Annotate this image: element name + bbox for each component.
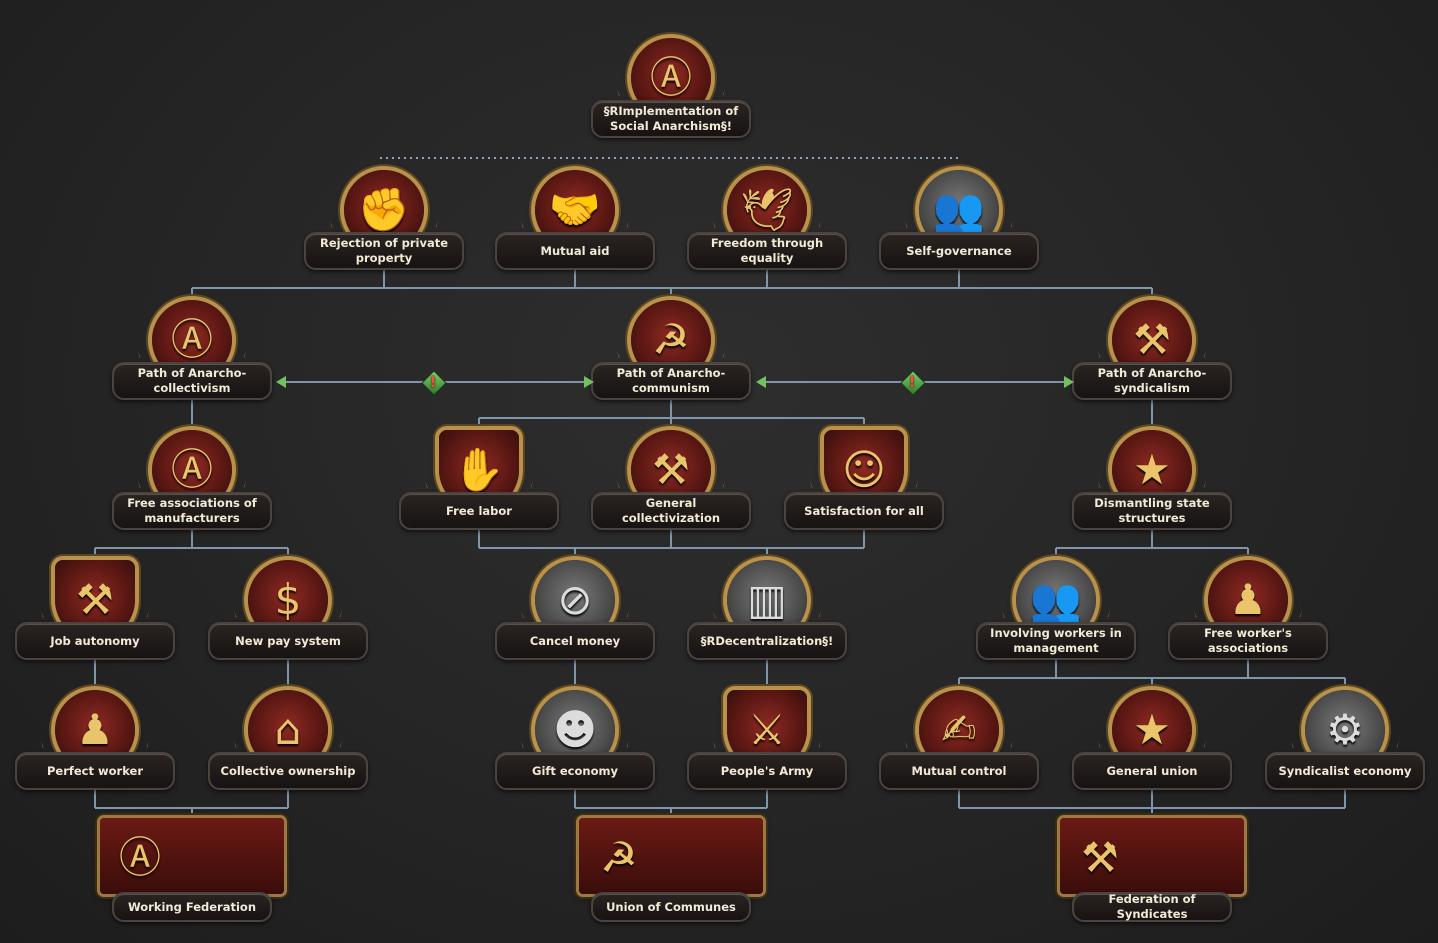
worker-handshake-icon-glyph: ✋ bbox=[452, 445, 506, 494]
workers-assembly-icon-glyph: 👥 bbox=[932, 185, 986, 234]
mutex-arrow-left-icon bbox=[756, 376, 766, 388]
focus-implementation-social-anarchism[interactable]: Ⓐ§RImplementation of Social Anarchism§! bbox=[591, 38, 751, 168]
focus-dismantling-state-structures[interactable]: ★Dismantling state structures bbox=[1072, 430, 1232, 560]
syndicates-banner-icon-glyph: ⚒ bbox=[1081, 833, 1119, 882]
doves-flying-icon-glyph: 🕊 bbox=[740, 185, 794, 234]
focus-self-governance-label: Self-governance bbox=[879, 232, 1039, 270]
focus-mutual-aid[interactable]: 🤝Mutual aid bbox=[495, 170, 655, 300]
no-money-icon-glyph: ⊘ bbox=[557, 575, 593, 624]
focus-working-federation[interactable]: Ⓐ Working Federation bbox=[97, 818, 287, 933]
mask-faces-icon-glyph: ☻ bbox=[553, 705, 597, 754]
focus-path-anarcho-communism-label: Path of Anarcho-communism bbox=[591, 362, 751, 400]
focus-mutual-control[interactable]: ✍Mutual control bbox=[879, 690, 1039, 820]
focus-cancel-money-label: Cancel money bbox=[495, 622, 655, 660]
mutex-arrow-left-icon bbox=[276, 376, 286, 388]
focus-dismantling-state-structures-label: Dismantling state structures bbox=[1072, 492, 1232, 530]
focus-union-of-communes-label: Union of Communes bbox=[591, 892, 751, 922]
workers-crowd-icon-glyph: ♟ bbox=[1229, 575, 1267, 624]
workers-meeting-icon-glyph: 👥 bbox=[1029, 575, 1083, 624]
focus-involving-workers-management[interactable]: 👥Involving workers in management bbox=[976, 560, 1136, 690]
focus-free-labor[interactable]: ✋Free labor bbox=[399, 430, 559, 560]
focus-free-labor-label: Free labor bbox=[399, 492, 559, 530]
mutex-exclamation: ! bbox=[908, 373, 916, 391]
anarchy-assembly-icon-glyph: Ⓐ bbox=[170, 445, 213, 494]
federation-banner-icon: Ⓐ bbox=[100, 818, 284, 894]
farm-buildings-icon-glyph: ⌂ bbox=[274, 705, 302, 754]
focus-rejection-private-property[interactable]: ✊Rejection of private property bbox=[304, 170, 464, 300]
focus-mutual-control-label: Mutual control bbox=[879, 752, 1039, 790]
communes-banner-icon: ☭ bbox=[579, 818, 763, 894]
focus-rejection-private-property-label: Rejection of private property bbox=[304, 232, 464, 270]
gear-factory-icon-glyph: ⚙ bbox=[1326, 705, 1364, 754]
mutex-exclamation: ! bbox=[429, 373, 437, 391]
city-factory-icon-glyph: ▥ bbox=[747, 575, 787, 624]
focus-perfect-worker[interactable]: ♟Perfect worker bbox=[15, 690, 175, 820]
worker-statue-icon-glyph: ♟ bbox=[76, 705, 114, 754]
focus-path-anarcho-collectivism-label: Path of Anarcho-collectivism bbox=[112, 362, 272, 400]
focus-general-collectivization[interactable]: ⚒General collectivization bbox=[591, 430, 751, 560]
focus-federation-of-syndicates[interactable]: ⚒ Federation of Syndicates bbox=[1057, 818, 1247, 933]
hands-papers-icon-glyph: ✍ bbox=[941, 705, 977, 754]
crowd-hammers-icon-glyph: ⚒ bbox=[652, 445, 690, 494]
focus-gift-economy-label: Gift economy bbox=[495, 752, 655, 790]
focus-job-autonomy[interactable]: ⚒Job autonomy bbox=[15, 560, 175, 690]
focus-collective-ownership[interactable]: ⌂Collective ownership bbox=[208, 690, 368, 820]
focus-new-pay-system-label: New pay system bbox=[208, 622, 368, 660]
focus-collective-ownership-label: Collective ownership bbox=[208, 752, 368, 790]
focus-syndicalist-economy[interactable]: ⚙Syndicalist economy bbox=[1265, 690, 1425, 820]
mutex-arrow-right-icon bbox=[1064, 376, 1074, 388]
federation-banner-icon-glyph: Ⓐ bbox=[118, 833, 161, 882]
focus-free-workers-associations-label: Free worker's associations bbox=[1168, 622, 1328, 660]
hammer-sickle-star-wreath-icon-glyph: ☭ bbox=[652, 315, 690, 364]
focus-decentralization-label: §RDecentralization§! bbox=[687, 622, 847, 660]
focus-satisfaction-for-all[interactable]: ☺Satisfaction for all bbox=[784, 430, 944, 560]
focus-mutual-aid-label: Mutual aid bbox=[495, 232, 655, 270]
focus-syndicalist-economy-label: Syndicalist economy bbox=[1265, 752, 1425, 790]
focus-freedom-through-equality-label: Freedom through equality bbox=[687, 232, 847, 270]
mutually-exclusive-icon: ! bbox=[900, 370, 926, 396]
focus-path-anarcho-syndicalism[interactable]: ⚒Path of Anarcho-syndicalism bbox=[1072, 300, 1232, 430]
focus-federation-of-syndicates-label: Federation of Syndicates bbox=[1072, 892, 1232, 922]
focus-implementation-social-anarchism-label: §RImplementation of Social Anarchism§! bbox=[591, 100, 751, 138]
focus-union-of-communes[interactable]: ☭ Union of Communes bbox=[576, 818, 766, 933]
focus-general-union-label: General union bbox=[1072, 752, 1232, 790]
anarchy-star-emblem-icon-glyph: Ⓐ bbox=[649, 53, 692, 102]
anarchy-star-wreath-icon-glyph: Ⓐ bbox=[170, 315, 213, 364]
fist-smashing-house-icon-glyph: ✊ bbox=[357, 185, 411, 234]
focus-new-pay-system[interactable]: $New pay system bbox=[208, 560, 368, 690]
people-portrait-shield-icon-glyph: ☺ bbox=[842, 445, 886, 494]
focus-satisfaction-for-all-label: Satisfaction for all bbox=[784, 492, 944, 530]
focus-involving-workers-management-label: Involving workers in management bbox=[976, 622, 1136, 660]
focus-job-autonomy-label: Job autonomy bbox=[15, 622, 175, 660]
handshake-grip-icon-glyph: 🤝 bbox=[548, 185, 602, 234]
money-notes-icon-glyph: $ bbox=[274, 575, 302, 624]
militia-soldiers-icon-glyph: ⚔ bbox=[748, 705, 786, 754]
focus-general-union[interactable]: ★General union bbox=[1072, 690, 1232, 820]
focus-path-anarcho-communism[interactable]: ☭Path of Anarcho-communism bbox=[591, 300, 751, 430]
star-book-icon-glyph: ★ bbox=[1133, 705, 1171, 754]
focus-perfect-worker-label: Perfect worker bbox=[15, 752, 175, 790]
focus-working-federation-label: Working Federation bbox=[112, 892, 272, 922]
focus-self-governance[interactable]: 👥Self-governance bbox=[879, 170, 1039, 300]
focus-free-workers-associations[interactable]: ♟Free worker's associations bbox=[1168, 560, 1328, 690]
syndicates-banner-icon: ⚒ bbox=[1060, 818, 1244, 894]
hammer-pick-star-wreath-icon-glyph: ⚒ bbox=[1133, 315, 1171, 364]
mutually-exclusive-icon: ! bbox=[421, 370, 447, 396]
star-over-ruins-icon-glyph: ★ bbox=[1133, 445, 1171, 494]
focus-free-associations-manufacturers-label: Free associations of manufacturers bbox=[112, 492, 272, 530]
focus-path-anarcho-syndicalism-label: Path of Anarcho-syndicalism bbox=[1072, 362, 1232, 400]
focus-decentralization[interactable]: ▥§RDecentralization§! bbox=[687, 560, 847, 690]
focus-peoples-army-label: People's Army bbox=[687, 752, 847, 790]
mutex-arrow-right-icon bbox=[584, 376, 594, 388]
focus-freedom-through-equality[interactable]: 🕊Freedom through equality bbox=[687, 170, 847, 300]
focus-gift-economy[interactable]: ☻Gift economy bbox=[495, 690, 655, 820]
workers-labor-shield-icon-glyph: ⚒ bbox=[76, 575, 114, 624]
focus-cancel-money[interactable]: ⊘Cancel money bbox=[495, 560, 655, 690]
focus-general-collectivization-label: General collectivization bbox=[591, 492, 751, 530]
communes-banner-icon-glyph: ☭ bbox=[600, 833, 638, 882]
focus-peoples-army[interactable]: ⚔People's Army bbox=[687, 690, 847, 820]
